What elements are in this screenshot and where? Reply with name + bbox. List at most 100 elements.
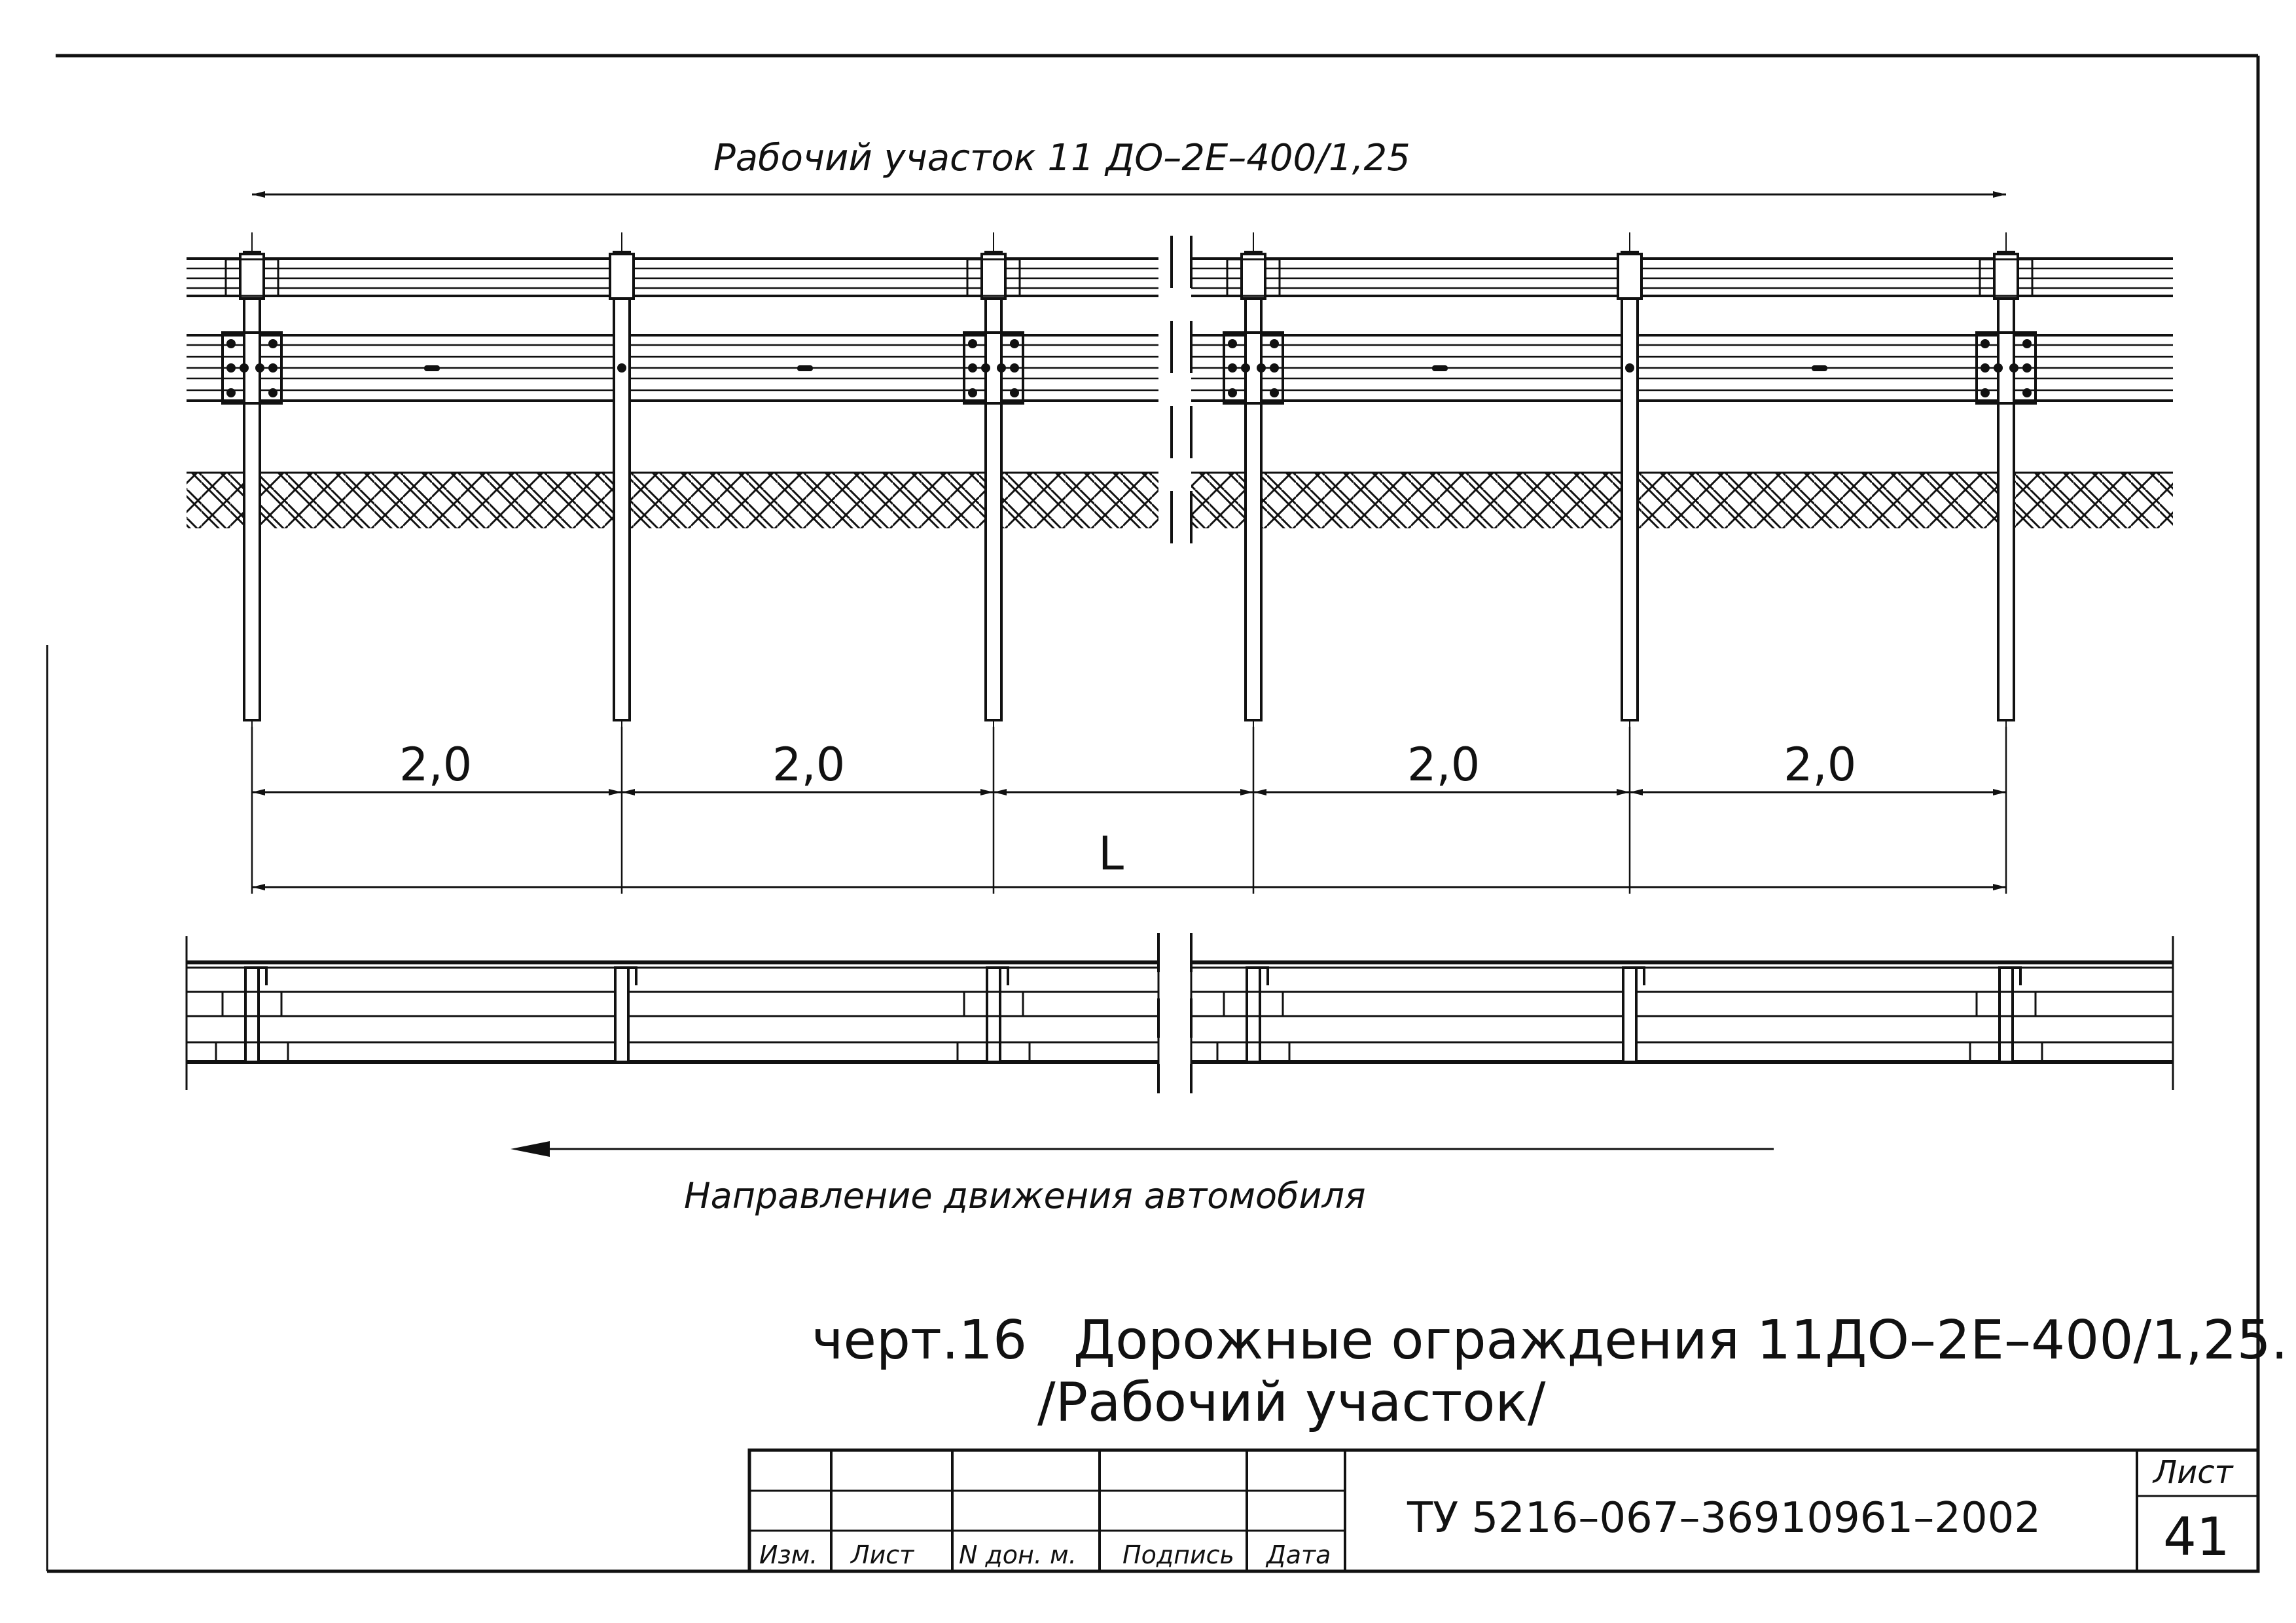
plan-splice-b-3 <box>956 1041 1031 1063</box>
bolt-1-1 <box>226 339 236 348</box>
splice-plate-3 <box>963 331 1024 405</box>
soil-band-2 <box>1191 473 2173 528</box>
bolt-6-1 <box>1981 339 1990 348</box>
bolt-1-7 <box>240 363 249 373</box>
bolt-1-8 <box>255 363 264 373</box>
bolt-3-4 <box>1010 363 1019 373</box>
bolt-4-5 <box>1228 388 1237 397</box>
bolt-1-4 <box>268 363 278 373</box>
plan-bracket-4 <box>1260 966 1269 985</box>
post-5 <box>1621 251 1639 721</box>
bolt-6-5 <box>1981 388 1990 397</box>
tb-col-list: Лист <box>850 1541 915 1569</box>
spacing-label-3: 2,0 <box>1407 738 1480 792</box>
plan-splice-a-6 <box>1975 991 2037 1017</box>
plan-bracket-6 <box>2013 966 2022 985</box>
sheet-label: Лист <box>2152 1454 2234 1491</box>
bolt-6-7 <box>1994 363 2003 373</box>
bolt-6-8 <box>2009 363 2018 373</box>
bolt-1-2 <box>268 339 278 348</box>
tb-col-signature: Подпись <box>1122 1541 1234 1569</box>
post-2 <box>613 251 631 721</box>
plan-splice-b-1 <box>215 1041 289 1063</box>
spacing-label-4: 2,0 <box>1784 738 1856 792</box>
bolt-4-4 <box>1270 363 1279 373</box>
splice-plate-6 <box>1975 331 2037 405</box>
upper-splice-3 <box>966 258 1021 297</box>
plan-post-3 <box>986 966 1001 1063</box>
plan-bracket-2 <box>628 966 637 985</box>
post-3 <box>984 251 1003 721</box>
break-gap-elevation <box>1160 236 1190 563</box>
direction-arrow <box>511 1141 1774 1157</box>
spacing-label-1: 2,0 <box>399 738 472 792</box>
post-bracket-6 <box>1993 253 2019 300</box>
rail-slot-3 <box>1432 365 1448 371</box>
bolt-1-5 <box>226 388 236 397</box>
top-dimension: Рабочий участок 11 ДО–2Е–400/1,25 <box>252 137 2006 198</box>
bolt-3-3 <box>968 363 977 373</box>
spacing-dimension-chain <box>251 727 2007 894</box>
post-4 <box>1244 251 1263 721</box>
bolt-4-1 <box>1228 339 1237 348</box>
bolt-5-1 <box>1625 363 1634 373</box>
plan-splice-a-3 <box>963 991 1024 1017</box>
plan-post-5 <box>1622 966 1638 1063</box>
bolt-4-6 <box>1270 388 1279 397</box>
drawing-number: черт.16 <box>812 1309 1027 1372</box>
title-block <box>747 1448 2260 1573</box>
plan-splice-a-1 <box>221 991 283 1017</box>
post-bracket-5 <box>1617 253 1643 300</box>
post-bracket-4 <box>1240 253 1266 300</box>
plan-post-1 <box>244 966 260 1063</box>
bolt-3-7 <box>981 363 990 373</box>
bolt-1-3 <box>226 363 236 373</box>
plan-splice-b-6 <box>1969 1041 2043 1063</box>
plan-bracket-3 <box>1000 966 1009 985</box>
tb-col-izm: Изм. <box>759 1541 817 1569</box>
plan-bracket-5 <box>1636 966 1645 985</box>
drawing-title-line1: Дорожные ограждения 11ДО–2Е–400/1,25. <box>1073 1309 2288 1372</box>
plan-splice-b-4 <box>1216 1041 1291 1063</box>
bolt-6-2 <box>2022 339 2032 348</box>
sheet-number: 41 <box>2163 1506 2230 1567</box>
document-code: ТУ 5216–067–36910961–2002 <box>1407 1494 2041 1542</box>
bolt-3-2 <box>1010 339 1019 348</box>
post-bracket-1 <box>239 253 265 300</box>
tb-col-date: Дата <box>1265 1541 1331 1569</box>
bolt-6-6 <box>2022 388 2032 397</box>
bolt-2-1 <box>617 363 626 373</box>
rail-slot-1 <box>424 365 440 371</box>
plan-post-6 <box>1998 966 2014 1063</box>
tb-col-doc-number: N дон. м. <box>959 1541 1077 1569</box>
upper-splice-6 <box>1979 258 2034 297</box>
direction-label: Направление движения автомобиля <box>684 1175 1365 1216</box>
upper-splice-4 <box>1226 258 1281 297</box>
bolt-3-5 <box>968 388 977 397</box>
top-dimension-label: Рабочий участок 11 ДО–2Е–400/1,25 <box>713 137 1410 179</box>
splice-plate-1 <box>221 331 283 405</box>
bolt-6-4 <box>2022 363 2032 373</box>
spacing-label-2: 2,0 <box>772 738 845 792</box>
bolt-3-8 <box>997 363 1006 373</box>
plan-view <box>185 933 2174 1093</box>
rail-slot-2 <box>797 365 813 371</box>
plan-post-2 <box>614 966 630 1063</box>
overall-length-label: L <box>1098 827 1124 881</box>
bolt-4-3 <box>1228 363 1237 373</box>
upper-splice-1 <box>224 258 279 297</box>
plan-bracket-1 <box>259 966 268 985</box>
bolt-3-1 <box>968 339 977 348</box>
bolt-1-6 <box>268 388 278 397</box>
post-bracket-2 <box>609 253 635 300</box>
post-1 <box>243 251 261 721</box>
rail-slot-4 <box>1812 365 1827 371</box>
bolt-4-8 <box>1257 363 1266 373</box>
post-bracket-3 <box>980 253 1007 300</box>
plan-splice-a-4 <box>1223 991 1284 1017</box>
plan-post-4 <box>1246 966 1261 1063</box>
post-6 <box>1997 251 2015 721</box>
drawing-title-line2: /Рабочий участок/ <box>1037 1372 1546 1434</box>
bolt-6-3 <box>1981 363 1990 373</box>
